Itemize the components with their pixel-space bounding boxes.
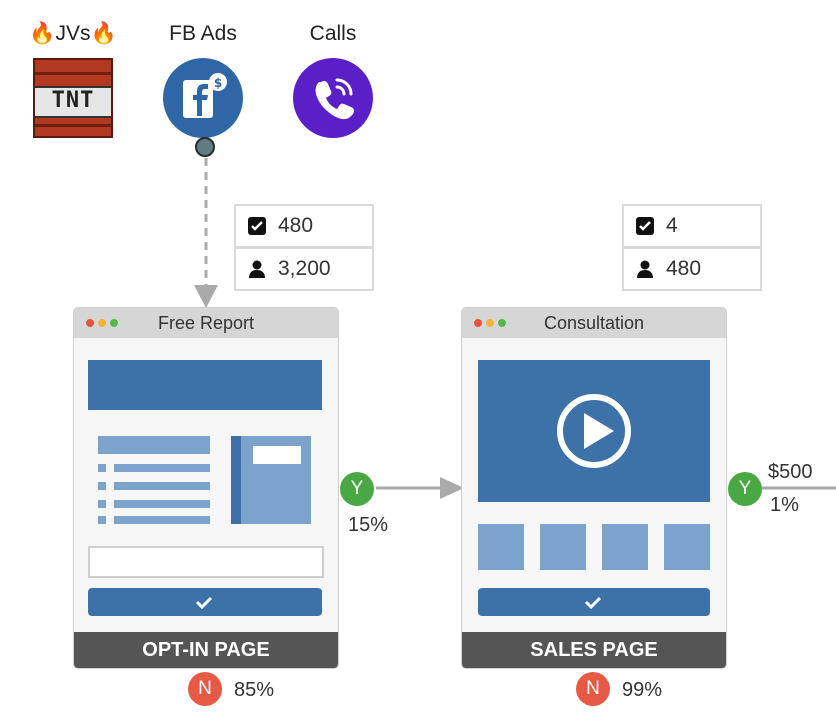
sales-yes-percent: 1% <box>770 494 799 516</box>
tnt-label: TNT <box>35 86 111 118</box>
sales-no-percent: 99% <box>622 679 663 701</box>
source-label-calls: Calls <box>309 22 357 45</box>
optin-text-heading <box>98 436 210 454</box>
optin-visitors-value: 3,200 <box>278 257 331 280</box>
thumbnail <box>602 524 648 570</box>
source-label-jvs: 🔥JVs🔥 <box>29 22 117 45</box>
optin-conversions-value: 480 <box>278 214 314 237</box>
tnt-icon[interactable]: TNT <box>33 58 113 138</box>
optin-yes-percent: 15% <box>348 514 389 536</box>
svg-text:$: $ <box>214 76 222 90</box>
person-icon <box>246 258 268 280</box>
optin-no-badge[interactable]: N <box>188 672 222 706</box>
sales-yes-badge[interactable]: Y <box>728 472 762 506</box>
source-label-fb-ads: FB Ads <box>169 22 237 45</box>
sales-visitors-value: 480 <box>666 257 702 280</box>
window-dots <box>86 319 118 327</box>
sales-page-title: Consultation <box>543 313 645 333</box>
optin-page-card[interactable]: Free Report OPT-IN PAGE <box>74 308 338 668</box>
report-book-image <box>231 436 311 524</box>
sales-conversions-value: 4 <box>666 214 678 237</box>
thumbnail <box>664 524 710 570</box>
checkbox-icon <box>246 215 268 237</box>
window-dots <box>474 319 506 327</box>
sales-page-label: SALES PAGE <box>462 632 726 668</box>
checkmark-icon <box>584 596 602 610</box>
optin-conversions-stat: 480 <box>234 204 374 248</box>
checkbox-icon <box>634 215 656 237</box>
optin-email-input[interactable] <box>88 546 324 578</box>
thumbnail <box>540 524 586 570</box>
optin-visitors-stat: 3,200 <box>234 247 374 291</box>
optin-header-block <box>88 360 322 410</box>
optin-page-titlebar: Free Report <box>74 308 338 338</box>
optin-yes-badge[interactable]: Y <box>340 472 374 506</box>
optin-submit-button[interactable] <box>88 588 322 616</box>
video-block[interactable] <box>478 360 710 502</box>
checkmark-icon <box>195 596 213 610</box>
optin-page-label: OPT-IN PAGE <box>74 632 338 668</box>
sales-visitors-stat: 480 <box>622 247 762 291</box>
optin-no-percent: 85% <box>234 679 275 701</box>
sales-conversions-stat: 4 <box>622 204 762 248</box>
sales-page-titlebar: Consultation <box>462 308 726 338</box>
connection-handle[interactable] <box>195 137 215 157</box>
optin-page-title: Free Report <box>157 313 255 333</box>
sales-yes-value: $500 <box>768 461 813 483</box>
sales-page-card[interactable]: Consultation SALES PAGE <box>462 308 726 668</box>
thumbnail <box>478 524 524 570</box>
sales-no-badge[interactable]: N <box>576 672 610 706</box>
play-icon <box>557 394 631 468</box>
facebook-ads-icon[interactable]: $ <box>163 58 243 138</box>
sales-buy-button[interactable] <box>478 588 710 616</box>
phone-call-icon[interactable] <box>293 58 373 138</box>
person-icon <box>634 258 656 280</box>
